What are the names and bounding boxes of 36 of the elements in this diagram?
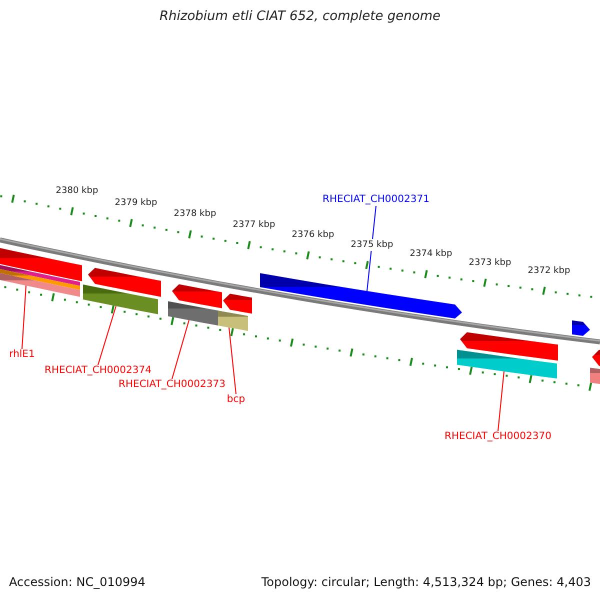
gene-label: RHECIAT_CH0002371	[322, 194, 430, 206]
gene-bar	[590, 368, 600, 385]
gene-label: rhlE1	[9, 349, 35, 361]
gene-bar	[168, 301, 218, 326]
leader-line	[366, 206, 376, 292]
gene-bar	[0, 248, 82, 282]
leader-line	[22, 285, 26, 350]
gene-band-stack	[0, 265, 80, 297]
gene-feature	[592, 350, 600, 367]
gene-label: bcp	[226, 394, 246, 406]
gene-feature	[460, 332, 558, 361]
tick-label: 2380 kbp	[54, 185, 100, 198]
gene-bar	[457, 350, 557, 378]
leader-line	[98, 306, 116, 366]
gene-feature	[260, 273, 462, 318]
tick-label: 2372 kbp	[526, 264, 572, 277]
gene-feature	[223, 294, 252, 314]
tick-label: 2375 kbp	[350, 239, 394, 252]
gene-bar	[218, 310, 248, 331]
tick-label: 2376 kbp	[290, 229, 336, 242]
title: Rhizobium etli CIAT 652, complete genome	[160, 11, 440, 23]
gene-feature	[572, 320, 590, 336]
gene-label: RHECIAT_CH0002373	[118, 379, 226, 391]
gene-label: RHECIAT_CH0002374	[44, 365, 152, 377]
gene-feature	[172, 284, 222, 308]
leader-line	[228, 327, 236, 394]
accession-text: Accession: NC_010994	[9, 576, 146, 588]
gene-feature	[88, 268, 161, 297]
tick-label: 2377 kbp	[232, 219, 276, 232]
tick-label: 2374 kbp	[408, 248, 454, 260]
gene-bar	[83, 284, 158, 314]
gene-label: RHECIAT_CH0002370	[444, 431, 552, 443]
tick-label: 2378 kbp	[172, 208, 218, 220]
tick-label: 2373 kbp	[468, 256, 512, 269]
tick-label: 2379 kbp	[114, 197, 158, 210]
genome-stats-text: Topology: circular; Length: 4,513,324 bp; Genes: 4,403	[261, 576, 591, 588]
